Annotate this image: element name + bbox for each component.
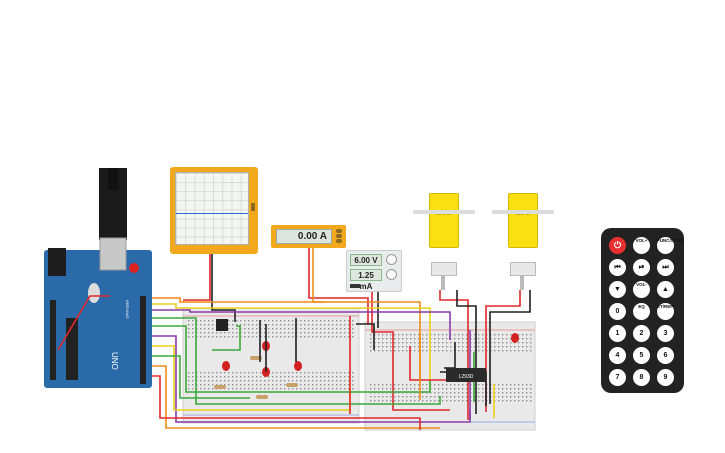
- arduino-brand-label: ARDUINO: [125, 300, 130, 318]
- remote-vol-up-button[interactable]: VOL+: [633, 237, 650, 254]
- remote-down-button[interactable]: ▼: [609, 281, 626, 298]
- ammeter[interactable]: 0.00 A: [271, 225, 346, 248]
- power-header: [50, 300, 56, 380]
- remote-vol-down-button[interactable]: VOL-: [633, 281, 650, 298]
- remote-up-button[interactable]: ▲: [657, 281, 674, 298]
- chip-label: L293D: [459, 374, 474, 380]
- remote-power-button[interactable]: ⏻: [609, 237, 626, 254]
- remote-button-7[interactable]: 7: [609, 369, 626, 386]
- psu-switch[interactable]: [350, 284, 360, 288]
- remote-button-8[interactable]: 8: [633, 369, 650, 386]
- remote-button-6[interactable]: 6: [657, 347, 674, 364]
- remote-button-1[interactable]: 1: [609, 325, 626, 342]
- motor-1-label: 5RPM: [437, 211, 451, 217]
- motor-1-shaft: [441, 276, 445, 290]
- remote-button-5[interactable]: 5: [633, 347, 650, 364]
- breadboard-left[interactable]: [182, 307, 360, 424]
- motor-2-axle: [492, 210, 554, 214]
- wires[interactable]: [57, 248, 531, 430]
- psu-voltage-knob[interactable]: [386, 254, 397, 265]
- oscilloscope-screen: [175, 172, 249, 245]
- remote-func-stop-button[interactable]: FUNC/STOP: [657, 237, 683, 254]
- motor-2-label: 5RPM: [516, 211, 530, 217]
- power-supply[interactable]: 6.00 V 1.25 mA: [346, 250, 402, 292]
- dc-motor-2[interactable]: 5RPM: [508, 193, 538, 248]
- remote-play-pause-button[interactable]: ⏯: [633, 259, 650, 276]
- ir-remote[interactable]: ⏻ VOL+ FUNC/STOP ⏮ ⏯ ⏭ ▼ VOL- ▲ 0 EQ ST/…: [601, 228, 684, 393]
- psu-current-knob[interactable]: [386, 269, 397, 280]
- remote-button-0[interactable]: 0: [609, 303, 626, 320]
- psu-current-display: 1.25 mA: [350, 269, 382, 291]
- oscilloscope-trace: [176, 213, 248, 214]
- usb-port: [99, 237, 127, 271]
- remote-button-4[interactable]: 4: [609, 347, 626, 364]
- remote-button-2[interactable]: 2: [633, 325, 650, 342]
- breadboard-left-holes: [188, 320, 354, 390]
- arduino-model-label: UNO: [110, 352, 119, 370]
- dc-motor-1[interactable]: 5RPM: [429, 193, 459, 248]
- oscilloscope-knob[interactable]: [251, 203, 255, 211]
- remote-fast-forward-button[interactable]: ⏭: [657, 259, 674, 276]
- motor-2-shaft: [520, 276, 524, 290]
- arduino-uno-board[interactable]: UNO ARDUINO: [44, 168, 152, 388]
- power-jack: [48, 248, 66, 276]
- remote-button-9[interactable]: 9: [657, 369, 674, 386]
- remote-rewind-button[interactable]: ⏮: [609, 259, 626, 276]
- red-leds[interactable]: [222, 333, 519, 377]
- digital-header: [140, 296, 146, 384]
- remote-st-rept-button[interactable]: ST/REPT: [657, 303, 676, 320]
- motor-driver-chip[interactable]: L293D: [446, 368, 486, 382]
- reset-button[interactable]: [129, 263, 139, 273]
- psu-voltage-display: 6.00 V: [350, 254, 382, 266]
- oscilloscope[interactable]: [170, 167, 258, 254]
- atmega-chip: [66, 318, 78, 380]
- remote-button-3[interactable]: 3: [657, 325, 674, 342]
- ammeter-terminals: [335, 228, 343, 245]
- remote-eq-button[interactable]: EQ: [633, 303, 650, 320]
- motor-1-axle: [413, 210, 475, 214]
- ir-receiver[interactable]: [216, 319, 228, 331]
- ammeter-display: 0.00 A: [276, 229, 332, 244]
- motor-2-gearbox: [510, 262, 536, 276]
- motor-1-gearbox: [431, 262, 457, 276]
- resistors[interactable]: [214, 356, 298, 399]
